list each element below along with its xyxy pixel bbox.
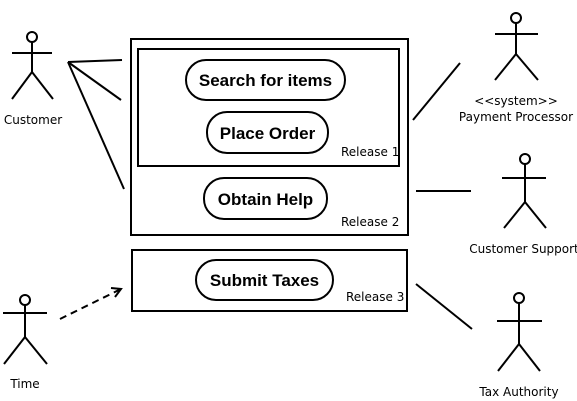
actor-time-label: Time [9,377,39,391]
assoc-payment [412,62,461,121]
use-case-submit-taxes: Submit Taxes [195,259,334,301]
assoc-customer-3 [67,61,125,190]
actor-time-figure [3,294,48,365]
use-case-search: Search for items [185,59,346,101]
assoc-tax [415,283,473,330]
use-case-place-order-label: Place Order [220,124,316,143]
actor-payment-stereotype: <<system>> [474,94,558,108]
actor-customer-support-label: Customer Support [469,242,577,256]
release-3-label: Release 3 [346,290,404,304]
use-case-obtain-help: Obtain Help [203,177,328,220]
assoc-customer-2 [67,61,122,101]
assoc-time-dependency [59,287,123,320]
use-case-search-label: Search for items [199,71,332,90]
actor-payment-processor-label: Payment Processor [459,110,573,124]
actor-customer-figure [11,31,54,100]
actor-customer-support-figure [502,153,547,229]
use-case-obtain-help-label: Obtain Help [218,190,313,209]
actor-tax-authority-figure [497,292,542,372]
release-1-label: Release 1 [341,145,399,159]
release-2-label: Release 2 [341,215,399,229]
assoc-customer-1 [67,59,123,63]
use-case-place-order: Place Order [206,111,329,154]
actor-payment-processor-figure [494,12,539,81]
use-case-submit-taxes-label: Submit Taxes [210,271,319,290]
actor-tax-authority-label: Tax Authority [478,385,558,399]
actor-customer-label: Customer [4,113,62,127]
